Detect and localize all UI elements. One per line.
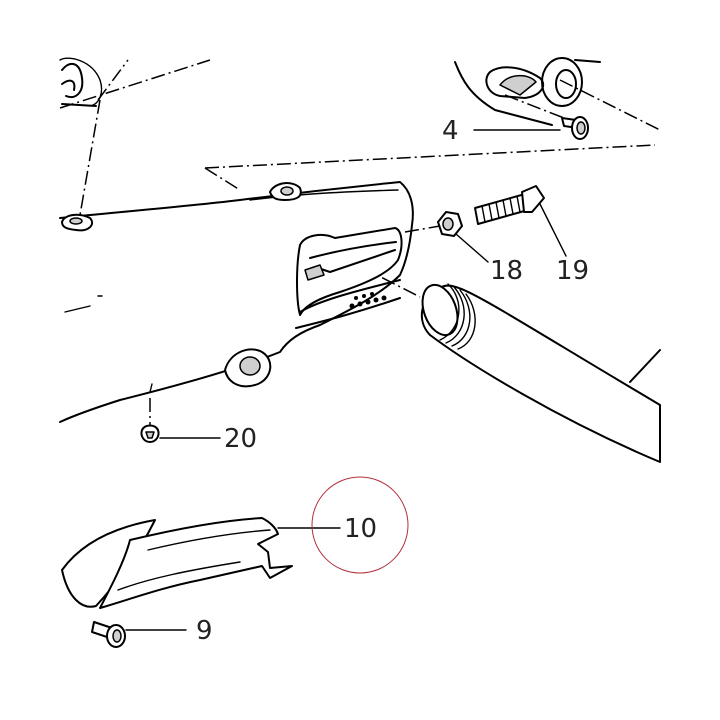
part-label-19: 19 [556,256,589,286]
part-label-4: 4 [442,116,459,146]
frame-fragment-upper-left [59,57,103,107]
threaded-tube-icon [420,283,661,463]
clip-20-icon [140,424,160,443]
rivet-holes-row [349,292,387,309]
cover-panel-10-icon [61,517,293,609]
leader-line-19 [539,203,567,257]
screw-9-icon [91,621,126,648]
bolt-19-icon [474,185,545,225]
part-label-20: 20 [224,424,257,454]
part-label-10: 10 [344,514,377,544]
nut-18-icon [437,211,463,237]
part-label-18: 18 [490,256,523,286]
leader-line-18 [455,233,489,263]
bracket-fragment-upper-right [454,57,601,126]
highlight-circle [311,476,409,574]
part-label-9: 9 [196,616,213,646]
frame-main-body [59,181,414,423]
screw-4-icon [561,116,589,140]
